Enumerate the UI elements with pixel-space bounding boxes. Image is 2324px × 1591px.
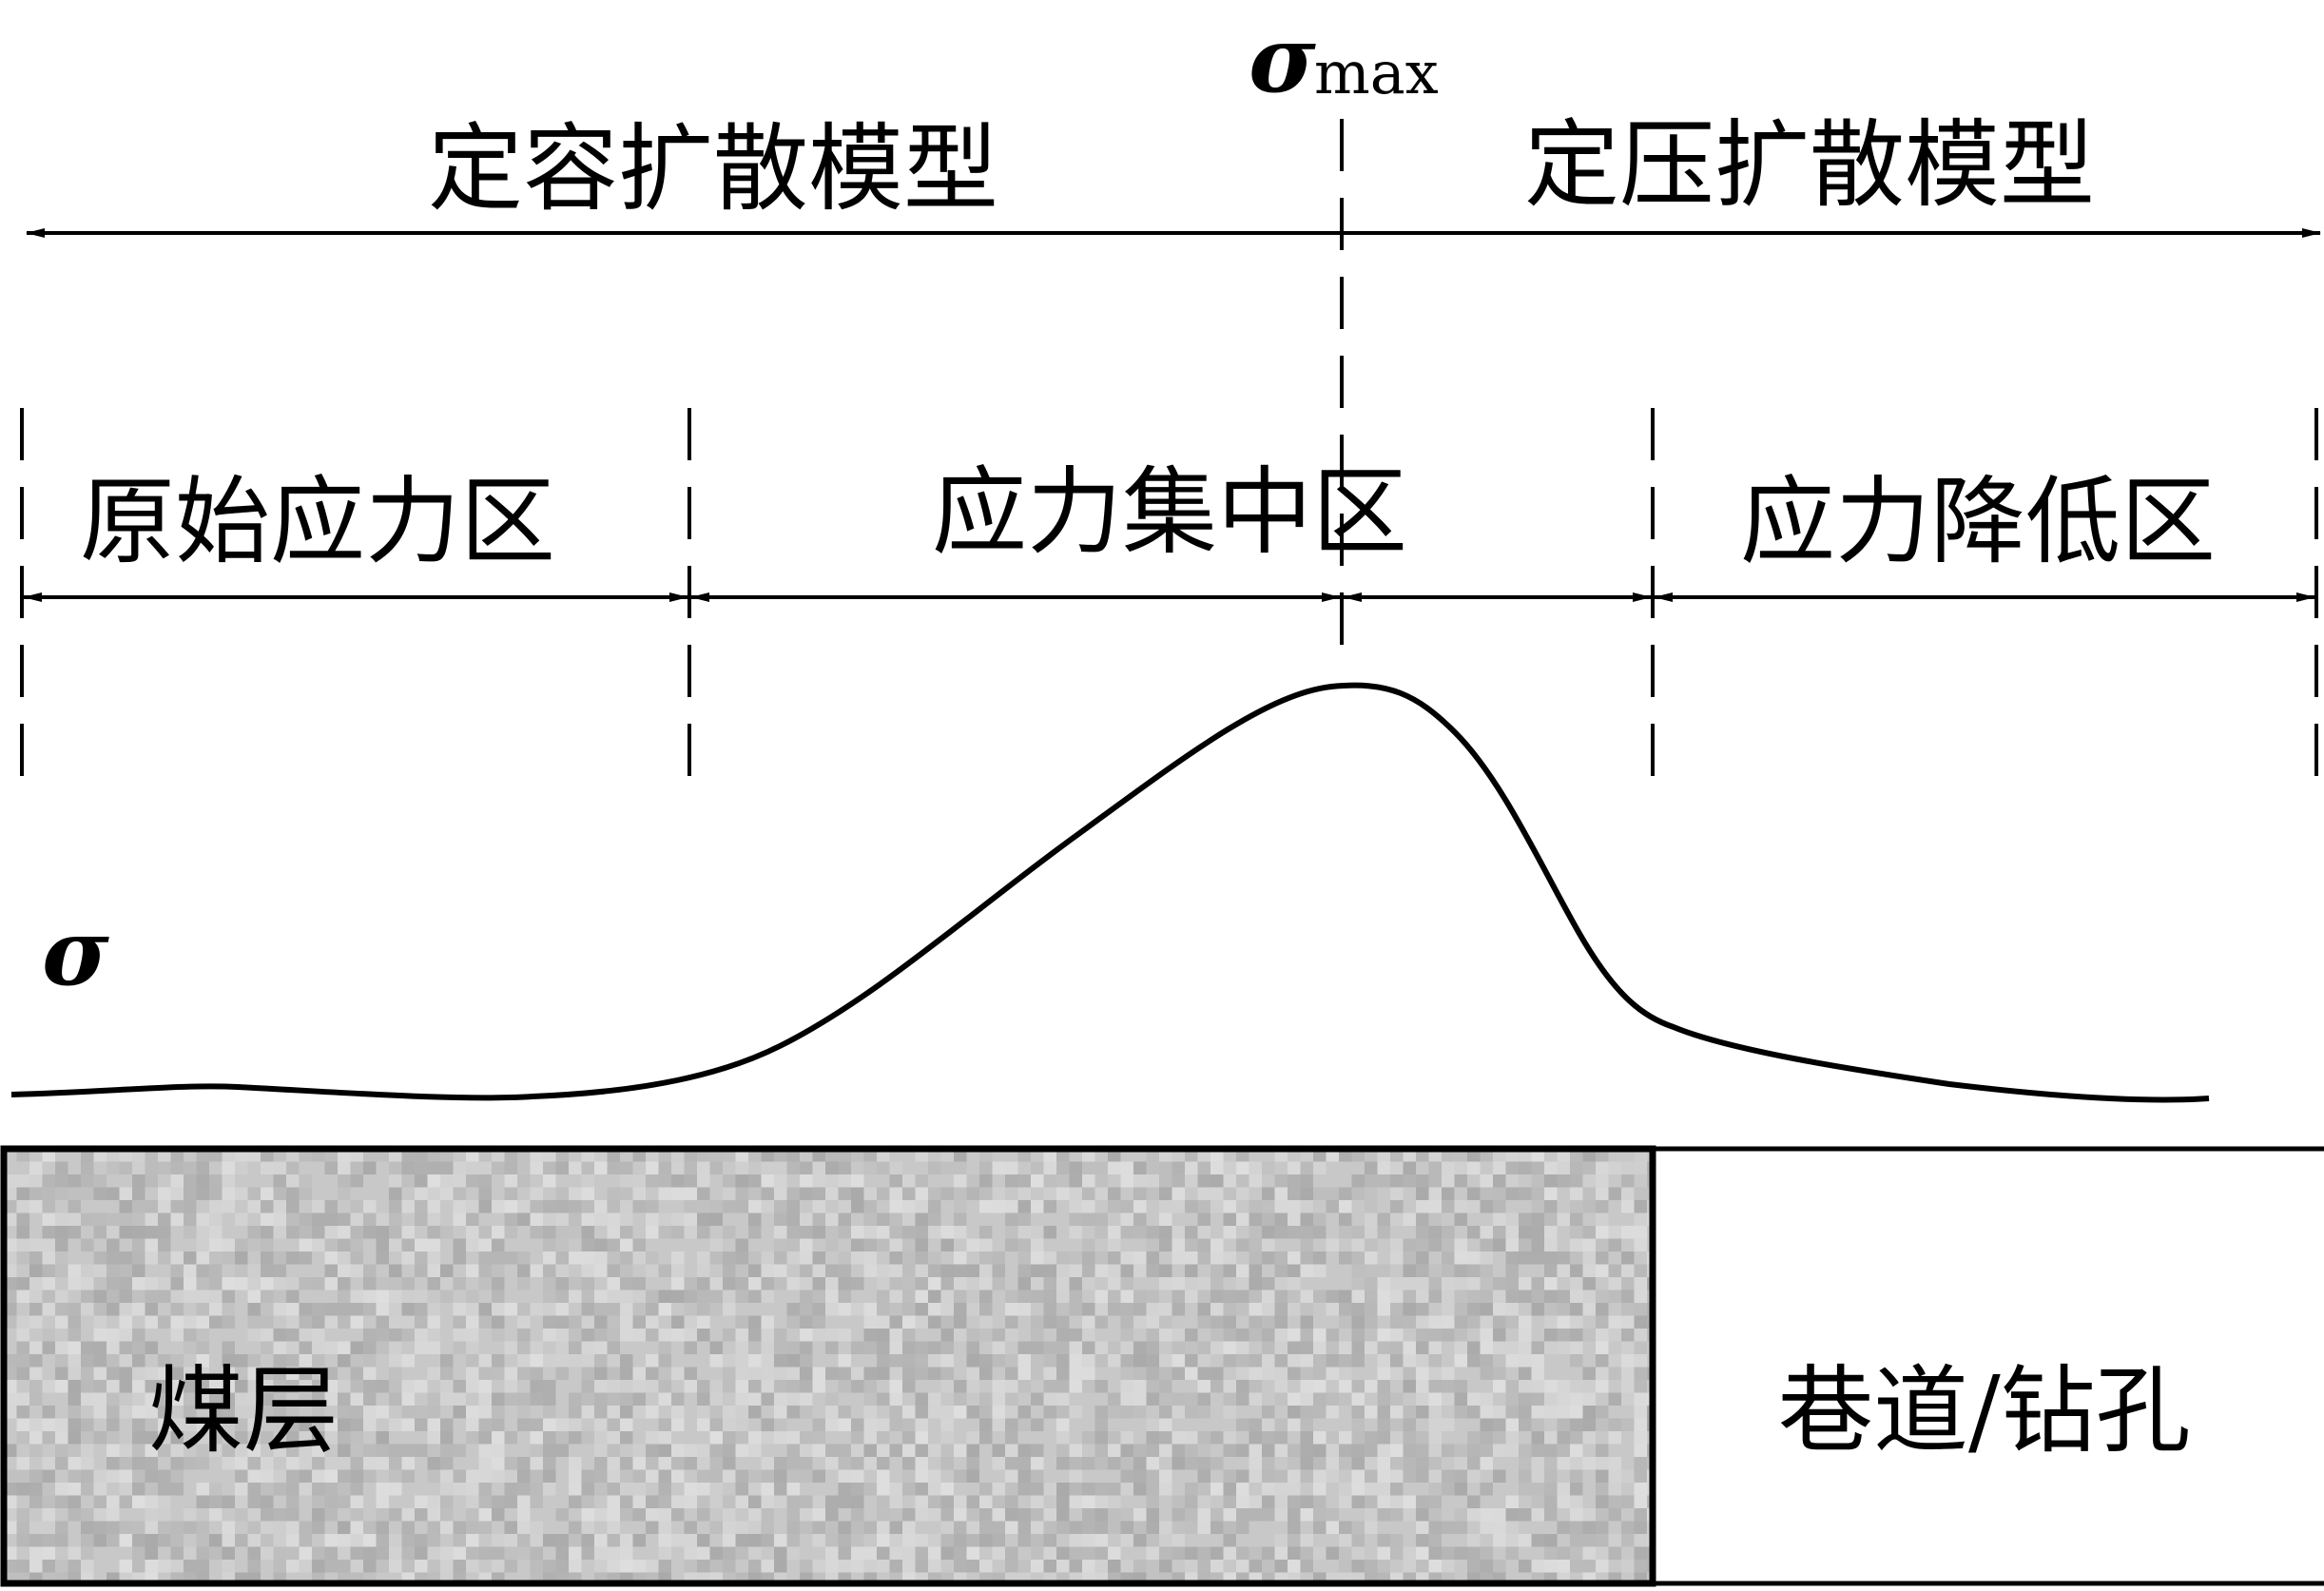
sigma-max-subscript: max [1314, 38, 1439, 107]
constant-volume-model-label: 定容扩散模型 [428, 113, 998, 224]
roadway-borehole-label: 巷道/钻孔 [1778, 1355, 2191, 1466]
coal-seam-label: 煤层 [148, 1355, 339, 1466]
coal-seam-texture [4, 1149, 1653, 1583]
coal-seam-box [0, 1145, 1656, 1587]
original-stress-zone-label: 原始应力区 [80, 466, 555, 577]
stress-curve [10, 682, 2210, 1103]
sigma-curve-label: σ [42, 899, 109, 1006]
sigma-max-symbol: σ [1249, 6, 1316, 113]
zone-boundaries [20, 408, 2318, 783]
stress-reduction-zone-label: 应力降低区 [1740, 466, 2216, 577]
constant-pressure-model-label: 定压扩散模型 [1524, 109, 2095, 221]
stress-concentration-zone-label: 应力集中区 [932, 456, 1407, 568]
